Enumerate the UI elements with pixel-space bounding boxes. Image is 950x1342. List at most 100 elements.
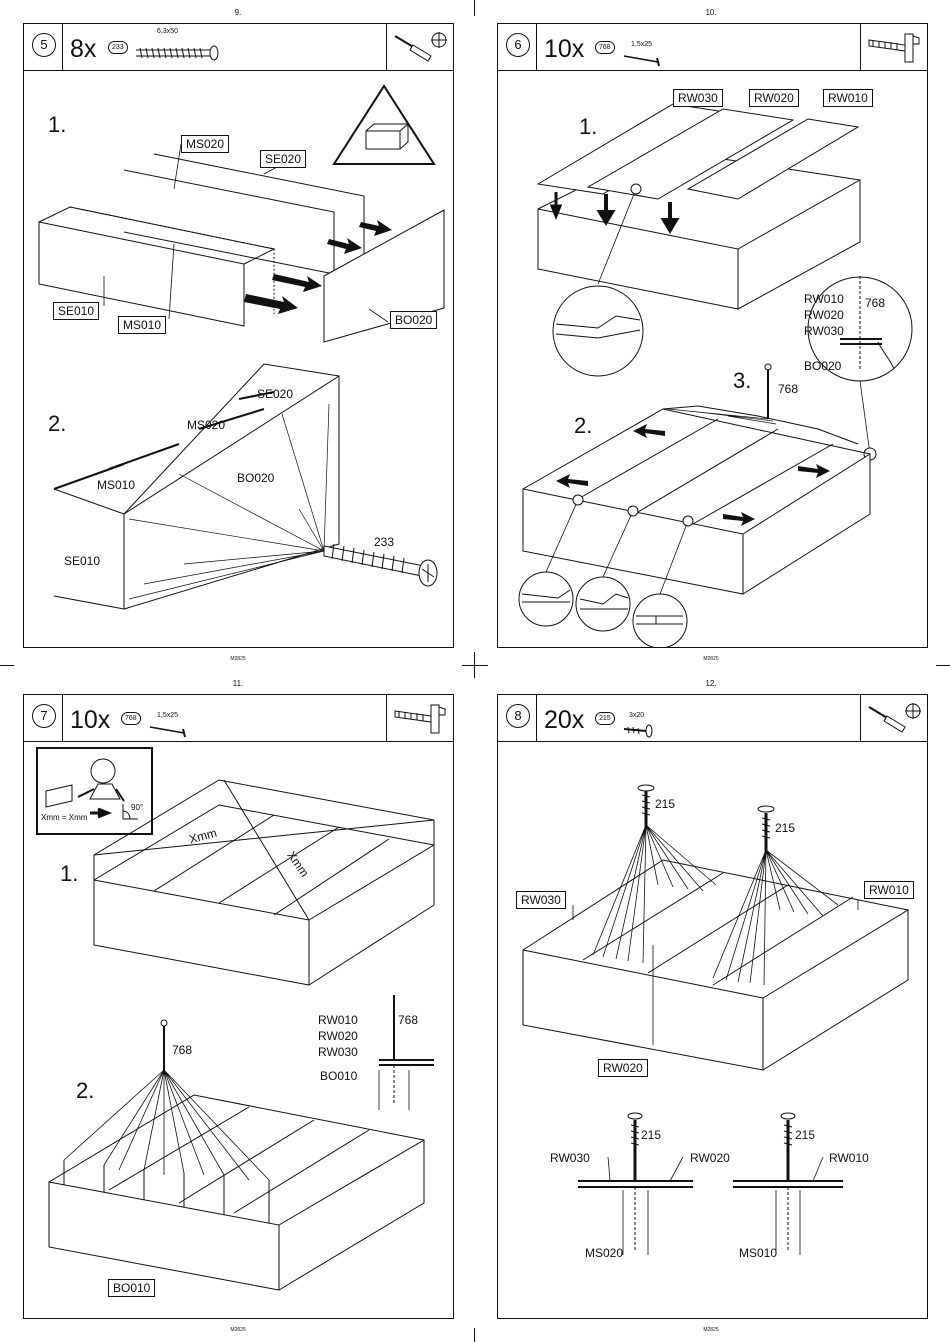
screwdriver-icon bbox=[868, 703, 921, 733]
part-code: 768 bbox=[121, 712, 141, 725]
step-panel-6: 6 10x 768 1,5x25 1. 2. 3. bbox=[497, 23, 928, 648]
step6-illustration bbox=[518, 103, 913, 647]
divider bbox=[386, 695, 387, 741]
step-number: 5 bbox=[32, 33, 56, 57]
substep-1: 1. bbox=[60, 861, 79, 886]
detail-rw010: RW010 bbox=[318, 1013, 358, 1027]
quantity: 8x bbox=[70, 35, 97, 63]
footer-code: M2825 bbox=[230, 656, 246, 662]
step-number: 7 bbox=[32, 704, 56, 728]
part-size: 1,5x25 bbox=[157, 712, 179, 719]
screw-icon bbox=[136, 45, 219, 61]
screwdriver-icon bbox=[394, 32, 447, 62]
footer-code: M2825 bbox=[230, 1327, 246, 1333]
detail-left-ms020: MS020 bbox=[585, 1246, 624, 1260]
crop-mark bbox=[474, 0, 475, 16]
detail-bo010: BO010 bbox=[320, 1069, 358, 1083]
screw-label-2: 215 bbox=[775, 821, 796, 835]
step5-illustration bbox=[38, 84, 445, 610]
substep-2: 2. bbox=[76, 1078, 95, 1103]
label-se020-fig2: SE020 bbox=[257, 387, 294, 401]
detail-left-rw020: RW020 bbox=[690, 1151, 730, 1165]
part-size: 1,5x25 bbox=[631, 41, 653, 48]
label-rw010: RW010 bbox=[864, 881, 914, 899]
step-panel-7: 7 10x 768 1,5x25 Xmm = Xmm 90° 1. bbox=[23, 694, 454, 1319]
page-number: 10. bbox=[705, 8, 717, 17]
worker-figure bbox=[45, 758, 138, 820]
step-panel-8: 8 20x 215 3x20 bbox=[497, 694, 928, 1319]
label-ms010: MS010 bbox=[118, 316, 167, 334]
crop-mark bbox=[936, 665, 950, 666]
part-size: 6,3x50 bbox=[157, 28, 179, 35]
detail-bo020: BO020 bbox=[804, 359, 842, 373]
label-ms010-fig2: MS010 bbox=[97, 478, 136, 492]
detail-right-ms010: MS010 bbox=[739, 1246, 778, 1260]
footer-code: M2825 bbox=[703, 656, 719, 662]
nail-icon bbox=[623, 55, 660, 67]
small-screw-icon bbox=[623, 724, 653, 738]
step-header: 5 8x 233 6,3x50 bbox=[24, 24, 453, 71]
step-number: 8 bbox=[506, 704, 530, 728]
detail-left-screw: 215 bbox=[641, 1128, 662, 1142]
label-se010-fig2: SE010 bbox=[64, 554, 101, 568]
hammer-icon bbox=[394, 704, 446, 734]
label-ms020-fig2: MS020 bbox=[187, 418, 226, 432]
divider bbox=[62, 695, 63, 741]
step-number: 6 bbox=[506, 33, 530, 57]
detail-768: 768 bbox=[865, 296, 886, 310]
detail-rw010: RW010 bbox=[804, 292, 844, 306]
label-se010: SE010 bbox=[53, 302, 100, 320]
divider bbox=[860, 695, 861, 741]
label-rw030: RW030 bbox=[516, 891, 566, 909]
crop-mark bbox=[0, 665, 14, 666]
divider bbox=[536, 24, 537, 70]
label-rw030: RW030 bbox=[673, 89, 723, 107]
label-bo020: BO020 bbox=[390, 311, 438, 329]
quantity: 10x bbox=[70, 706, 111, 734]
page-number: 12. bbox=[705, 679, 717, 688]
label-ms020: MS020 bbox=[181, 135, 230, 153]
detail-rw020: RW020 bbox=[318, 1029, 358, 1043]
substep-3: 3. bbox=[733, 368, 752, 393]
detail-right-screw: 215 bbox=[795, 1128, 816, 1142]
nail-label: 768 bbox=[778, 382, 799, 396]
step-header: 6 10x 768 1,5x25 bbox=[498, 24, 927, 71]
step-header: 8 20x 215 3x20 bbox=[498, 695, 927, 742]
measure-hint-box: Xmm = Xmm 90° bbox=[36, 747, 153, 835]
divider bbox=[536, 695, 537, 741]
crop-mark bbox=[462, 665, 488, 666]
detail-left-rw030: RW030 bbox=[550, 1151, 590, 1165]
label-bo020-fig2: BO020 bbox=[237, 471, 275, 485]
substep-1: 1. bbox=[48, 112, 67, 137]
crop-mark bbox=[474, 1328, 475, 1342]
page-number: 11. bbox=[232, 679, 244, 688]
label-se020: SE020 bbox=[260, 150, 307, 168]
detail-768: 768 bbox=[398, 1013, 419, 1027]
part-code: 233 bbox=[108, 41, 128, 54]
step-header: 7 10x 768 1,5x25 bbox=[24, 695, 453, 742]
step7-illustration bbox=[48, 779, 435, 1291]
quantity: 20x bbox=[544, 706, 585, 734]
part-code: 768 bbox=[595, 41, 615, 54]
part-code: 215 bbox=[595, 712, 615, 725]
hint-angle: 90° bbox=[131, 803, 144, 812]
divider bbox=[386, 24, 387, 70]
screw-label-1: 215 bbox=[655, 797, 676, 811]
label-rw020: RW020 bbox=[598, 1059, 648, 1077]
part-size: 3x20 bbox=[629, 712, 645, 719]
substep-2: 2. bbox=[48, 411, 67, 436]
divider bbox=[62, 24, 63, 70]
hint-equal: Xmm = Xmm bbox=[41, 813, 88, 822]
footer-code: M2825 bbox=[703, 1327, 719, 1333]
nail-icon bbox=[149, 726, 186, 738]
detail-rw030: RW030 bbox=[318, 1045, 358, 1059]
detail-right-rw010: RW010 bbox=[829, 1151, 869, 1165]
hammer-icon bbox=[868, 33, 920, 63]
substep-1: 1. bbox=[579, 114, 598, 139]
label-bo010: BO010 bbox=[108, 1279, 156, 1297]
step-panel-5: 5 8x 233 6,3x50 1. 2. bbox=[23, 23, 454, 648]
quantity: 10x bbox=[544, 35, 585, 63]
divider bbox=[860, 24, 861, 70]
detail-rw020: RW020 bbox=[804, 308, 844, 322]
label-rw020: RW020 bbox=[749, 89, 799, 107]
